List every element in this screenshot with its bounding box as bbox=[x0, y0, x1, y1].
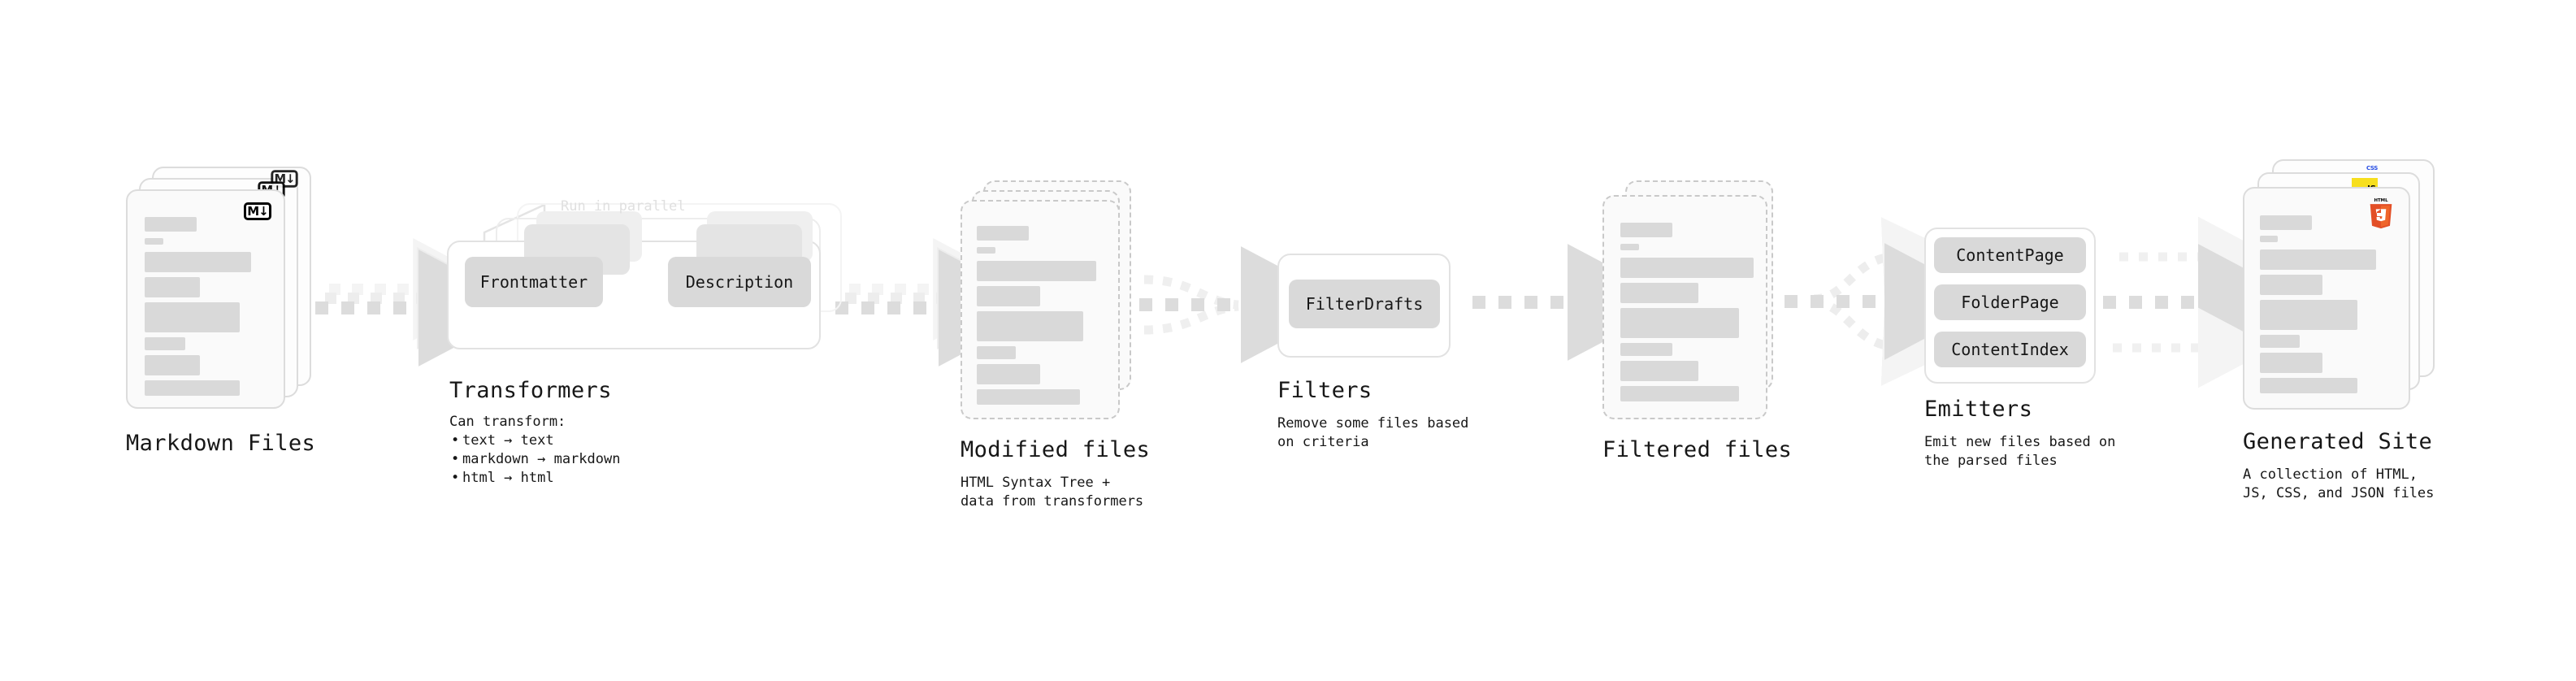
transformers-group: Frontmatter Description bbox=[447, 203, 853, 358]
transformers-description: Can transform: text → text markdown → ma… bbox=[449, 413, 620, 488]
skeleton-bar bbox=[2260, 378, 2357, 393]
markdown-card-skeleton bbox=[128, 191, 284, 407]
svg-text:HTML: HTML bbox=[2374, 198, 2388, 203]
skeleton-bar bbox=[977, 261, 1096, 281]
skeleton-bar bbox=[977, 364, 1040, 384]
filters-description: Remove some files based on criteria bbox=[1277, 415, 1469, 450]
skeleton-bar bbox=[1620, 361, 1698, 381]
skeleton-bar bbox=[1620, 283, 1698, 303]
markdown-card-front: M↓ bbox=[126, 189, 285, 409]
filtered-card-skeleton bbox=[1604, 197, 1766, 418]
markdown-files-title: Markdown Files bbox=[126, 431, 316, 456]
filtered-card-front bbox=[1602, 195, 1767, 419]
skeleton-bar bbox=[1620, 244, 1639, 250]
markdown-files-stack: M↓ M↓ M↓ bbox=[126, 167, 313, 419]
skeleton-bar bbox=[977, 247, 995, 254]
transformers-description-header: Can transform: bbox=[449, 414, 566, 430]
arrow-markdown-to-transformers bbox=[315, 238, 529, 367]
html5-shield-icon: HTML bbox=[2370, 198, 2392, 229]
emitter-chip-contentpage[interactable]: ContentPage bbox=[1934, 237, 2086, 273]
skeleton-bar bbox=[145, 252, 251, 272]
skeleton-bar bbox=[1620, 308, 1739, 338]
transformers-bullet-item: html → html bbox=[451, 469, 620, 488]
transformers-bullet-item: markdown → markdown bbox=[451, 450, 621, 469]
emitters-title: Emitters bbox=[1924, 397, 2033, 422]
transformer-chip-frontmatter[interactable]: Frontmatter bbox=[465, 257, 603, 307]
modified-files-description: HTML Syntax Tree + data from transformer… bbox=[961, 475, 1144, 510]
skeleton-bar bbox=[145, 302, 240, 332]
arrow-emitters-to-site bbox=[2103, 216, 2309, 388]
skeleton-bar bbox=[2260, 249, 2376, 270]
skeleton-bar bbox=[145, 238, 163, 245]
arrow-filtered-to-emitters bbox=[1785, 217, 1995, 386]
skeleton-bar bbox=[2260, 335, 2300, 348]
skeleton-bar bbox=[145, 355, 200, 375]
filtered-files-title: Filtered files bbox=[1602, 437, 1793, 462]
skeleton-bar bbox=[977, 389, 1080, 405]
skeleton-bar bbox=[2260, 300, 2357, 330]
skeleton-bar bbox=[145, 277, 200, 297]
run-in-parallel-label: Run in parallel bbox=[561, 198, 686, 215]
modified-card-front bbox=[961, 200, 1120, 419]
skeleton-bar bbox=[1620, 223, 1672, 237]
arrow-transformers-to-modified bbox=[835, 238, 1049, 367]
filter-chip-filterdrafts[interactable]: FilterDrafts bbox=[1289, 280, 1440, 328]
skeleton-bar bbox=[2260, 275, 2322, 295]
html5-badge: HTML bbox=[2367, 197, 2395, 229]
emitter-chip-folderpage[interactable]: FolderPage bbox=[1934, 284, 2086, 320]
arrow-modified-to-filters bbox=[1139, 246, 1351, 363]
skeleton-bar bbox=[145, 380, 240, 396]
skeleton-bar bbox=[145, 337, 185, 350]
modified-files-stack bbox=[961, 180, 1147, 424]
filtered-files-stack bbox=[1602, 180, 1789, 424]
emitters-description: Emit new files based on the parsed files bbox=[1924, 434, 2116, 469]
skeleton-bar bbox=[145, 217, 197, 232]
skeleton-bar bbox=[2260, 236, 2278, 242]
skeleton-bar bbox=[977, 226, 1029, 241]
filters-title: Filters bbox=[1277, 378, 1373, 403]
generated-site-description: A collection of HTML, JS, CSS, and JSON … bbox=[2243, 466, 2435, 501]
generated-card-front: HTML bbox=[2243, 187, 2410, 410]
transformers-bullet-item: text → text bbox=[451, 432, 620, 450]
emitter-chip-contentindex[interactable]: ContentIndex bbox=[1934, 332, 2086, 367]
markdown-badge: M↓ bbox=[244, 202, 271, 220]
transformers-title: Transformers bbox=[449, 378, 612, 403]
transformers-bullet-list: text → text markdown → markdown html → h… bbox=[449, 432, 621, 488]
skeleton-bar bbox=[2260, 353, 2322, 373]
skeleton-bar bbox=[1620, 343, 1672, 356]
generated-card-skeleton bbox=[2244, 189, 2409, 408]
skeleton-bar bbox=[977, 311, 1083, 341]
modified-files-title: Modified files bbox=[961, 437, 1151, 462]
skeleton-bar bbox=[977, 346, 1016, 359]
skeleton-bar bbox=[2260, 215, 2312, 230]
generated-site-stack: CSS JS HTML bbox=[2243, 159, 2446, 419]
modified-card-skeleton bbox=[962, 202, 1118, 418]
skeleton-bar bbox=[1620, 258, 1754, 278]
generated-site-title: Generated Site bbox=[2243, 429, 2433, 454]
skeleton-bar bbox=[1620, 386, 1739, 401]
skeleton-bar bbox=[977, 286, 1040, 306]
transformer-chip-description[interactable]: Description bbox=[668, 257, 811, 307]
